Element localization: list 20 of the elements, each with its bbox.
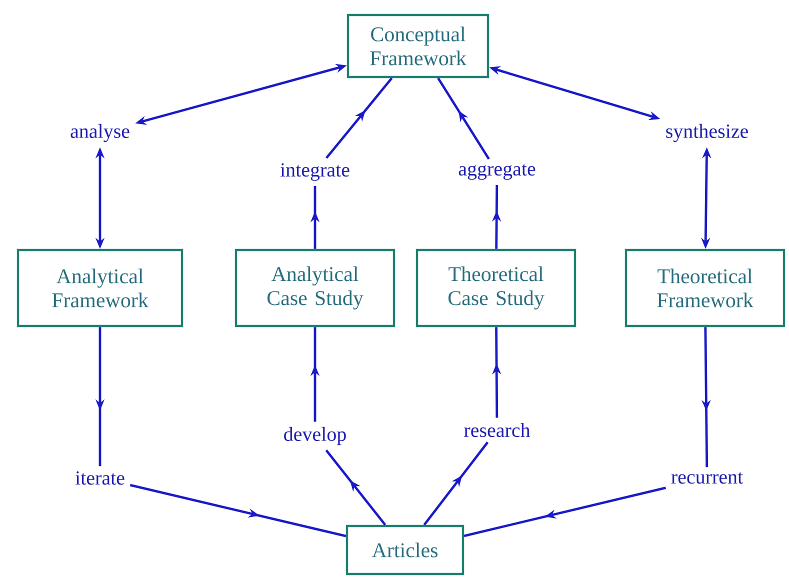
- concept-box: Theoretical Case Study: [416, 248, 576, 328]
- verb-label: aggregate: [458, 164, 536, 180]
- verb-label: develop: [284, 426, 346, 446]
- arrow: [464, 486, 666, 538]
- verb-label: recurrent: [671, 472, 743, 484]
- arrow: [130, 484, 346, 538]
- concept-box: Articles: [346, 524, 464, 576]
- arrow: [423, 441, 489, 526]
- concept-box: Theoretical Framework: [624, 248, 786, 328]
- verb-label: iterate: [75, 471, 124, 485]
- arrow: [325, 77, 393, 159]
- verb-label: research: [464, 422, 530, 438]
- arrow: [437, 77, 490, 160]
- concept-box: Analytical Framework: [16, 248, 184, 328]
- verb-label: synthesize: [666, 124, 748, 142]
- arrow: [325, 450, 386, 526]
- concept-box: Conceptual Framework: [346, 14, 490, 78]
- verb-label: analyse: [70, 124, 130, 142]
- verb-label: integrate: [280, 163, 350, 181]
- concept-box: Analytical Case Study: [234, 248, 396, 328]
